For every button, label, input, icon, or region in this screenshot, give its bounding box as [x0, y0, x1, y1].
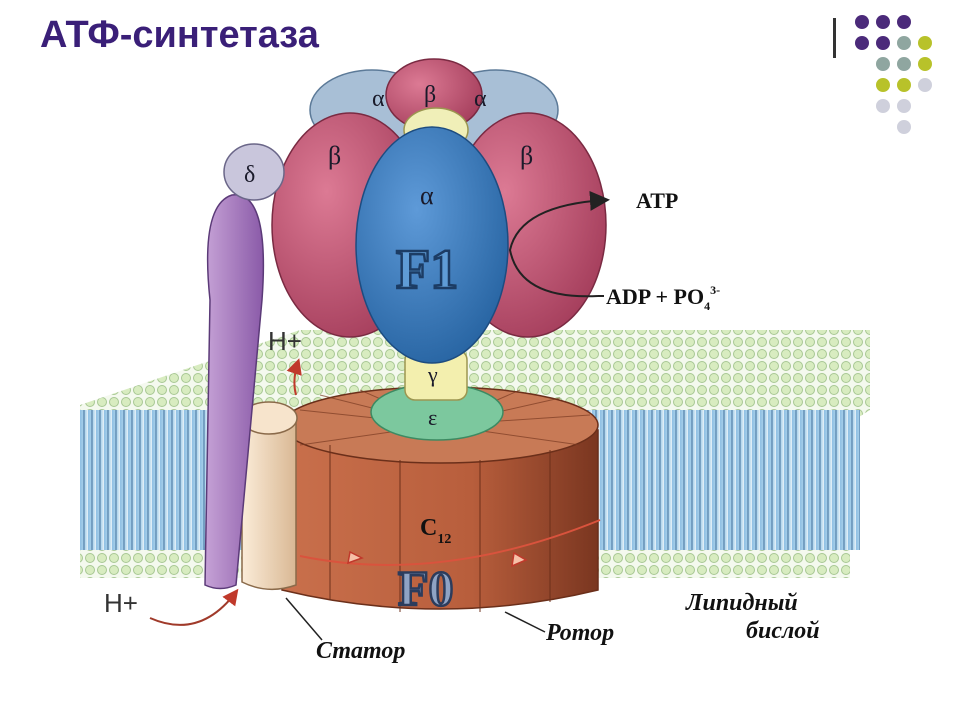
decor-dot: [876, 99, 890, 113]
label-alpha-left-top: α: [372, 86, 385, 112]
decor-dot: [876, 57, 890, 71]
decor-dot: [876, 15, 890, 29]
rotor-leader: [504, 611, 546, 633]
decor-dot: [897, 36, 911, 50]
stator: [240, 401, 298, 591]
peripheral-stalk: [204, 194, 265, 590]
decor-dot: [876, 36, 890, 50]
proton-path-arrow: [299, 519, 601, 566]
decor-dot: [897, 120, 911, 134]
decor-dot: [918, 78, 932, 92]
decor-dot: [918, 36, 932, 50]
decor-dot: [876, 78, 890, 92]
label-atp: ATP: [636, 188, 678, 213]
stator-leader: [285, 597, 323, 641]
label-delta: δ: [244, 162, 255, 188]
decorative-dot-grid: [855, 15, 932, 134]
decor-dot: [897, 78, 911, 92]
h-plus-bottom-arrow: [149, 588, 239, 626]
stator-body: [241, 417, 297, 591]
label-f0: F0: [398, 560, 454, 616]
label-adp-sup: 3-: [710, 283, 720, 297]
f1-head: [271, 58, 607, 364]
label-alpha-center: α: [420, 181, 434, 210]
label-stator: Статор: [316, 638, 405, 664]
label-h-plus-bottom: H+: [104, 588, 138, 618]
delta-subunit: [223, 143, 285, 201]
label-c12-sub: 12: [437, 532, 451, 547]
label-c12-main: C: [420, 515, 437, 541]
decor-dot: [918, 57, 932, 71]
slide-title: АТФ-синтетаза: [40, 14, 319, 56]
label-beta-top: β: [424, 82, 436, 108]
decor-dot: [897, 15, 911, 29]
h-plus-top-arrow: [286, 358, 302, 396]
alpha-center-subunit: [355, 126, 509, 364]
title-divider: [833, 18, 836, 58]
proton-path-arrowhead-left: [347, 550, 364, 565]
label-epsilon: ε: [428, 405, 437, 430]
label-rotor: Ротор: [545, 620, 614, 646]
label-adp-sub: 4: [704, 299, 710, 313]
label-beta-right: β: [520, 141, 533, 170]
decor-dot: [855, 36, 869, 50]
label-gamma: γ: [427, 362, 438, 387]
label-h-plus-top: H+: [268, 326, 302, 356]
decor-dot: [855, 15, 869, 29]
label-lipid-line1: Липидный: [685, 590, 798, 616]
label-beta-left: β: [328, 141, 341, 170]
proton-path-arrowhead-right: [511, 551, 528, 568]
decor-dot: [897, 57, 911, 71]
label-adp-main: ADP + PO: [606, 284, 704, 309]
label-c12: C12: [420, 515, 451, 547]
label-alpha-right-top: α: [474, 86, 487, 112]
label-adp: ADP + PO43-: [606, 283, 720, 313]
label-f1: F1: [396, 239, 458, 301]
decor-dot: [897, 99, 911, 113]
catalysis-arrow: [508, 190, 610, 298]
label-lipid-line2: бислой: [746, 618, 820, 644]
